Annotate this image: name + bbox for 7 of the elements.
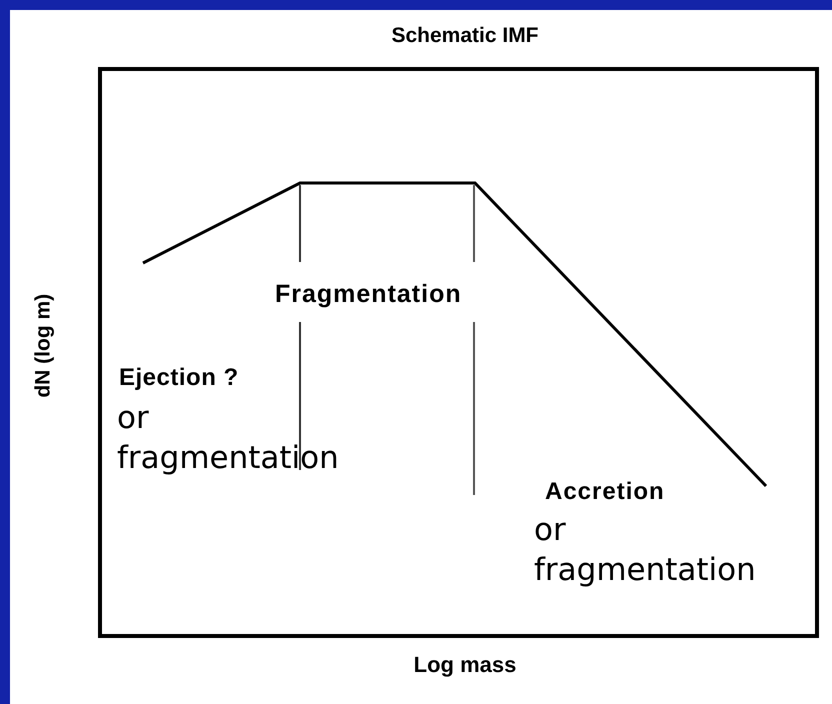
region-label: Accretion — [545, 477, 665, 507]
axis-label: dN (log m) — [30, 292, 56, 400]
region-label: Ejection ? — [119, 363, 239, 393]
region-label: Fragmentation — [275, 279, 462, 310]
axis-label: Log mass — [412, 651, 518, 679]
region-note: or fragmentation — [534, 511, 757, 590]
chart-title: Schematic IMF — [390, 23, 540, 49]
